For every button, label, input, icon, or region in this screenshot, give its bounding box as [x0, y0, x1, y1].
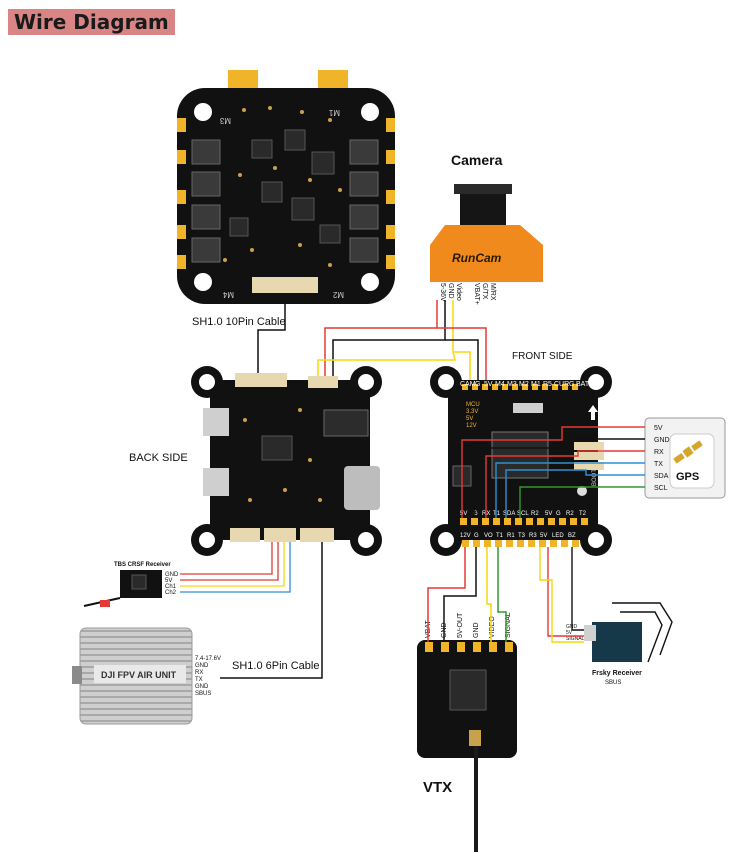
- fc-front-board: [430, 366, 612, 556]
- tbs-label: TBS CRSF Receiver: [114, 562, 171, 568]
- fc-boot-label: BOOT: [592, 469, 598, 486]
- camera-pin-label: 5-36V: [439, 283, 446, 302]
- fc-side-label: 5V: [466, 416, 473, 422]
- esc-cable-wire: [257, 294, 286, 392]
- fc-back-board: [191, 366, 382, 556]
- dji-pin-label: 7.4-17.6V: [195, 656, 221, 662]
- fc-bottom-row2-label: R1: [507, 533, 515, 539]
- back-side-label: BACK SIDE: [129, 452, 188, 464]
- frsky-receiver: [584, 602, 673, 663]
- fc-side-label: 3.3V: [466, 409, 478, 415]
- esc-motor-label-m3: M3: [219, 116, 231, 125]
- fc-top-pad-label: 5V: [484, 381, 493, 388]
- runcam-camera: RunCam: [430, 184, 543, 282]
- satellite-icon: [673, 440, 703, 464]
- fc-bottom-row1-label: 5V: [545, 511, 552, 517]
- fc-bottom-row2-label: R3: [529, 533, 537, 539]
- dji-pin-label: TX: [195, 677, 203, 683]
- esc-board: M3 M1 M4 M2: [177, 70, 395, 304]
- esc-motor-label-m2: M2: [332, 290, 344, 299]
- tbs-pin-label: Ch2: [165, 590, 177, 596]
- fc-bottom-row2-label: 12V: [460, 533, 471, 539]
- fc-bottom-row1-label: SCL: [517, 511, 529, 517]
- fc-bottom-row2-label: T3: [518, 533, 526, 539]
- frsky-wires: [539, 547, 584, 643]
- vtx-label: VTX: [423, 779, 452, 796]
- camera-pin-label: M/RX: [489, 283, 496, 301]
- dji-label: DJI FPV AIR UNIT: [101, 670, 177, 680]
- fc-bottom-row1-label: SDA: [503, 511, 515, 517]
- camera-pin-label: Video: [455, 283, 462, 301]
- gps-module: GPS: [644, 417, 726, 499]
- vtx-pin-label: SIGNAL: [505, 612, 512, 638]
- vtx-wires: [427, 547, 507, 642]
- gps-pin-label: SCL: [654, 485, 668, 492]
- front-side-label: FRONT SIDE: [512, 351, 573, 362]
- sh10-10pin-label: SH1.0 10Pin Cable: [192, 316, 286, 328]
- fc-bottom-row2-label: 5V: [540, 533, 547, 539]
- fc-bottom-row2-label: LED: [552, 533, 564, 539]
- esc-motor-label-m1: M1: [328, 108, 340, 117]
- camera-label: Camera: [451, 152, 503, 168]
- fc-bottom-row1-label: G: [473, 511, 478, 517]
- tbs-pin-label: Ch1: [165, 584, 177, 590]
- fc-top-pad-label: G: [569, 381, 574, 388]
- fc-side-label: MCU: [466, 402, 480, 408]
- fc-bottom-row2-label: G: [474, 533, 479, 539]
- vtx-module: [417, 640, 517, 852]
- tbs-crsf-receiver: [83, 570, 162, 607]
- frsky-pin-label: 5V: [566, 630, 573, 636]
- fc-bottom-row1-label: G: [556, 511, 561, 517]
- fc-bottom-row1-label: T2: [579, 511, 587, 517]
- vtx-pin-label: GND: [473, 622, 480, 638]
- fc-top-pad-label: M2: [519, 381, 529, 388]
- gps-pin-label: 5V: [654, 425, 663, 432]
- dji-pin-label: GND: [195, 684, 209, 690]
- fc-top-pad-label: M1: [531, 381, 541, 388]
- fc-top-pad-label: CAM: [460, 381, 476, 388]
- dji-pin-label: GND: [195, 663, 209, 669]
- fc-bottom-row2-label: VO: [484, 533, 493, 539]
- dji-cable-wire: [220, 542, 323, 679]
- gps-pin-label: RX: [654, 449, 664, 456]
- vtx-pin-label: 5V-OUT: [457, 612, 464, 638]
- fc-top-pad-label: M4: [495, 381, 505, 388]
- dji-pin-label: SBUS: [195, 691, 211, 697]
- camera-wires: [317, 300, 487, 382]
- sh10-6pin-label: SH1.0 6Pin Cable: [232, 660, 319, 672]
- camera-pin-label: GND: [447, 283, 454, 299]
- tbs-pin-label: 5V: [165, 578, 172, 584]
- frsky-sub-label: SBUS: [605, 680, 621, 686]
- fc-bottom-row2-label: T1: [496, 533, 504, 539]
- gps-pin-label: GND: [654, 437, 670, 444]
- frsky-pin-label: SIGNAL: [566, 636, 585, 642]
- frsky-label: Frsky Receiver: [592, 670, 642, 677]
- fc-top-pad-label: R5: [543, 381, 552, 388]
- fc-top-pad-label: G: [475, 381, 480, 388]
- gps-pin-label: TX: [654, 461, 663, 468]
- fc-bottom-row1-label: T1: [493, 511, 501, 517]
- gps-label: GPS: [676, 471, 699, 483]
- vtx-pin-label: VIDEO: [489, 616, 496, 638]
- tbs-wires: [180, 542, 291, 593]
- camera-pin-label: G/TX: [481, 283, 488, 300]
- gps-wires: [461, 426, 645, 518]
- fc-top-pad-label: BAT: [576, 381, 590, 388]
- fc-top-pad-label: M3: [507, 381, 517, 388]
- gps-pin-label: SDA: [654, 473, 669, 480]
- fc-top-pad-label: CUR: [554, 381, 569, 388]
- dji-pin-label: RX: [195, 670, 203, 676]
- fc-bottom-row1-label: R2: [566, 511, 574, 517]
- fc-bottom-row1-label: 5V: [460, 511, 467, 517]
- diagram-title: Wire Diagram: [8, 9, 175, 35]
- fc-bottom-row2-label: BZ: [568, 533, 576, 539]
- tbs-pin-label: GND: [165, 572, 179, 578]
- camera-brand-text: RunCam: [452, 251, 502, 265]
- dji-air-unit: DJI FPV AIR UNIT: [72, 627, 193, 725]
- esc-motor-label-m4: M4: [222, 290, 234, 299]
- fc-side-label: 12V: [466, 423, 477, 429]
- fc-bottom-row1-label: R2: [531, 511, 539, 517]
- camera-pin-label: VBAT+: [473, 283, 480, 305]
